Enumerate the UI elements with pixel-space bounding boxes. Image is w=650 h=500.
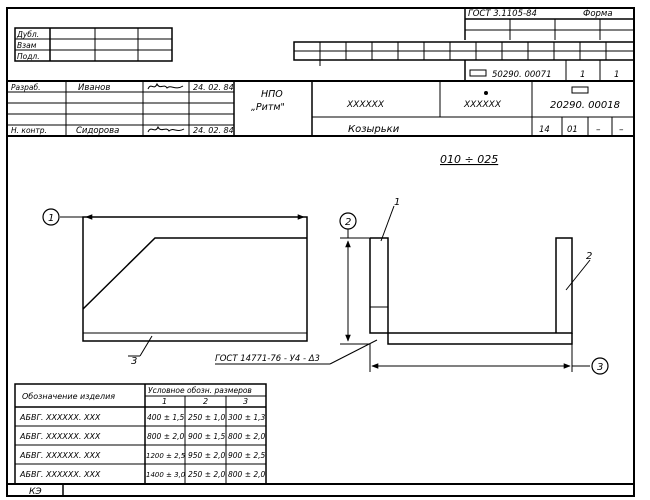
side-label-podl: Подл. bbox=[17, 52, 40, 61]
header-strip bbox=[464, 8, 634, 40]
title-block bbox=[7, 80, 634, 137]
right-part-view bbox=[215, 205, 591, 372]
callout-circle-2 bbox=[339, 212, 357, 230]
table-col-2: 2 bbox=[203, 397, 208, 406]
footer-strip bbox=[7, 483, 634, 496]
table-row-1-v2: 250 ± 1,0 bbox=[188, 413, 226, 422]
callout-3: 3 bbox=[597, 362, 603, 373]
table-row-2-v3: 800 ± 2,0 bbox=[228, 432, 266, 441]
table-row-1-name: АБВГ. XXXXXX. XXX bbox=[19, 413, 101, 422]
outer-frame bbox=[6, 7, 635, 497]
table-row-4-name: АБВГ. XXXXXX. XXX bbox=[19, 470, 101, 479]
org-line-2: „Ритм" bbox=[251, 102, 285, 113]
footer-code: КЭ bbox=[29, 487, 42, 497]
table-row-3-v3: 900 ± 2,5 bbox=[228, 451, 266, 460]
control-signature bbox=[147, 125, 185, 133]
developed-date: 24. 02. 84 bbox=[193, 83, 234, 92]
table-row-4-v2: 250 ± 2,0 bbox=[188, 470, 226, 479]
developed-label: Разраб. bbox=[11, 83, 40, 92]
sheet-count-2: 1 bbox=[614, 70, 619, 80]
drawing-number: 20290. 00018 bbox=[550, 100, 620, 111]
developed-name: Иванов bbox=[78, 83, 110, 93]
operation-code: 14 bbox=[539, 125, 550, 135]
side-label-dubl: Дубл. bbox=[16, 30, 39, 39]
developed-signature bbox=[147, 82, 184, 90]
control-name: Сидорова bbox=[76, 126, 119, 136]
table-col-1: 1 bbox=[162, 397, 167, 406]
operation-dash-2: – bbox=[619, 125, 624, 135]
org-line-1: НПО bbox=[261, 89, 283, 100]
standard-label: ГОСТ 3.1105-84 bbox=[468, 9, 537, 19]
table-row-4-v1: 1400 ± 3,0 bbox=[146, 471, 186, 479]
table-row-3-name: АБВГ. XXXXXX. XXX bbox=[19, 451, 101, 460]
control-label: Н. контр. bbox=[11, 126, 47, 135]
table-row-1-v1: 400 ± 1,5 bbox=[147, 413, 185, 422]
callout-2: 2 bbox=[345, 217, 351, 228]
duplicate-stamp bbox=[14, 27, 173, 62]
form-label: Форма bbox=[583, 9, 613, 19]
code-b: XXXXXX bbox=[463, 100, 502, 110]
table-row-2-v2: 900 ± 1,5 bbox=[188, 432, 226, 441]
callout-1: 1 bbox=[48, 213, 54, 224]
table-header-dims: Условное обозн. размеров bbox=[148, 386, 252, 395]
operation-number: 01 bbox=[567, 125, 578, 135]
table-row-4-v3: 800 ± 2,0 bbox=[228, 470, 266, 479]
dimensions-table bbox=[14, 383, 267, 485]
leader-label-3: 3 bbox=[131, 356, 137, 367]
leader-label-1: 1 bbox=[394, 197, 400, 208]
left-part-view bbox=[60, 214, 308, 357]
doc-code: 50290. 00071 bbox=[492, 70, 551, 80]
sheet-count-1: 1 bbox=[580, 70, 585, 80]
center-grid bbox=[293, 41, 635, 66]
side-label-vzam: Взам bbox=[17, 41, 37, 50]
part-name: Козырьки bbox=[348, 124, 400, 135]
table-col-3: 3 bbox=[243, 397, 248, 406]
table-header-name: Обозначение изделия bbox=[22, 392, 115, 401]
callout-circle-3 bbox=[591, 357, 609, 375]
table-row-3-v1: 1200 ± 2,5 bbox=[146, 452, 186, 460]
table-row-1-v3: 300 ± 1,3 bbox=[228, 413, 266, 422]
leader-label-2: 2 bbox=[586, 251, 592, 262]
operation-dash-1: – bbox=[596, 125, 601, 135]
range-label: 010 ÷ 025 bbox=[440, 153, 498, 166]
table-row-2-v1: 800 ± 2,0 bbox=[147, 432, 185, 441]
control-date: 24. 02. 84 bbox=[193, 126, 234, 135]
table-row-2-name: АБВГ. XXXXXX. XXX bbox=[19, 432, 101, 441]
weld-note: ГОСТ 14771-76 - У4 - Δ3 bbox=[215, 354, 320, 364]
callout-circle-1 bbox=[42, 208, 60, 226]
table-row-3-v2: 950 ± 2,0 bbox=[188, 451, 226, 460]
code-a: XXXXXX bbox=[346, 100, 385, 110]
